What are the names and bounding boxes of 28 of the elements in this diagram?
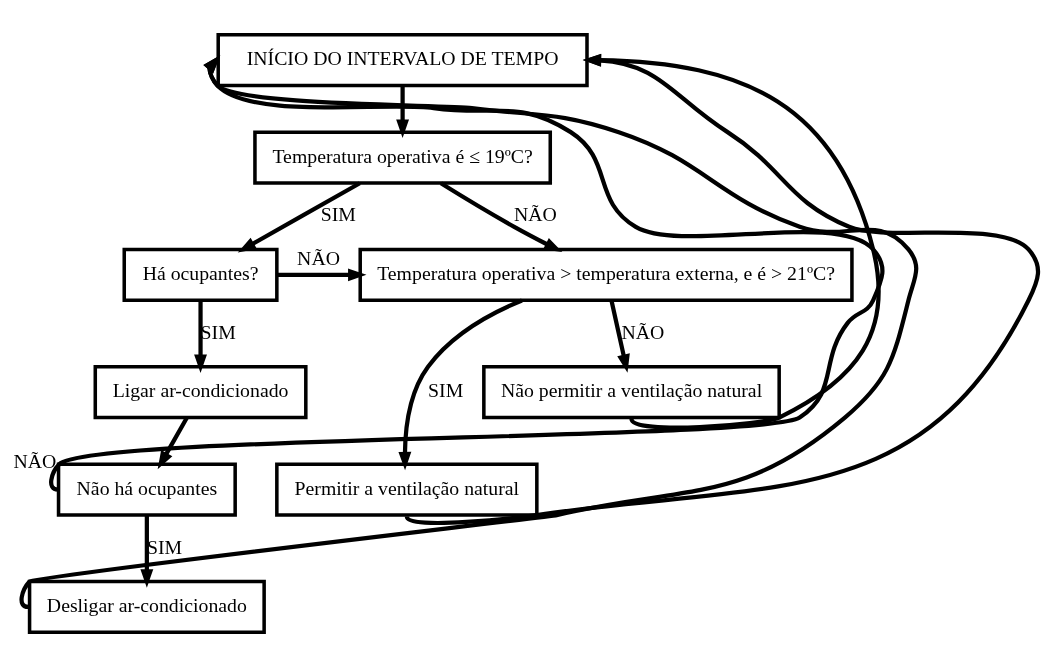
arrow xyxy=(237,180,361,252)
node-box: Ligar ar-condicionado xyxy=(93,364,308,419)
node-box: Há ocupantes? xyxy=(122,247,279,302)
node-box: Permitir a ventilação natural xyxy=(275,461,539,517)
arrow xyxy=(21,54,918,608)
edge-label: NÃO xyxy=(13,449,57,472)
arrow xyxy=(396,85,410,138)
arrow xyxy=(582,53,881,430)
arrow xyxy=(157,416,189,469)
edge-label: NÃO xyxy=(514,202,557,225)
node-box: Temperatura operativa é ≤ 19ºC? xyxy=(253,129,553,185)
edge-label: NÃO xyxy=(297,246,340,269)
arrow xyxy=(405,53,1041,525)
edge-label: SIM xyxy=(320,202,356,225)
edge-label: NÃO xyxy=(621,320,665,343)
arrow xyxy=(140,514,154,588)
arrow xyxy=(398,298,523,470)
edge-label: SIM xyxy=(428,378,464,401)
node-box: Não há ocupantes xyxy=(56,461,237,517)
arrow xyxy=(194,300,207,373)
arrow xyxy=(277,267,367,281)
node-box: INÍCIO DO INTERVALO DE TEMPO xyxy=(216,32,589,87)
arrow xyxy=(439,180,563,252)
node-box: Desligar ar-condicionado xyxy=(27,579,266,634)
arrow xyxy=(50,54,884,490)
arrow xyxy=(609,299,630,373)
node-box: Temperatura operativa > temperatura externa, e é > 21ºC? xyxy=(358,247,854,302)
node-box: Não permitir a ventilação natural xyxy=(482,364,781,419)
